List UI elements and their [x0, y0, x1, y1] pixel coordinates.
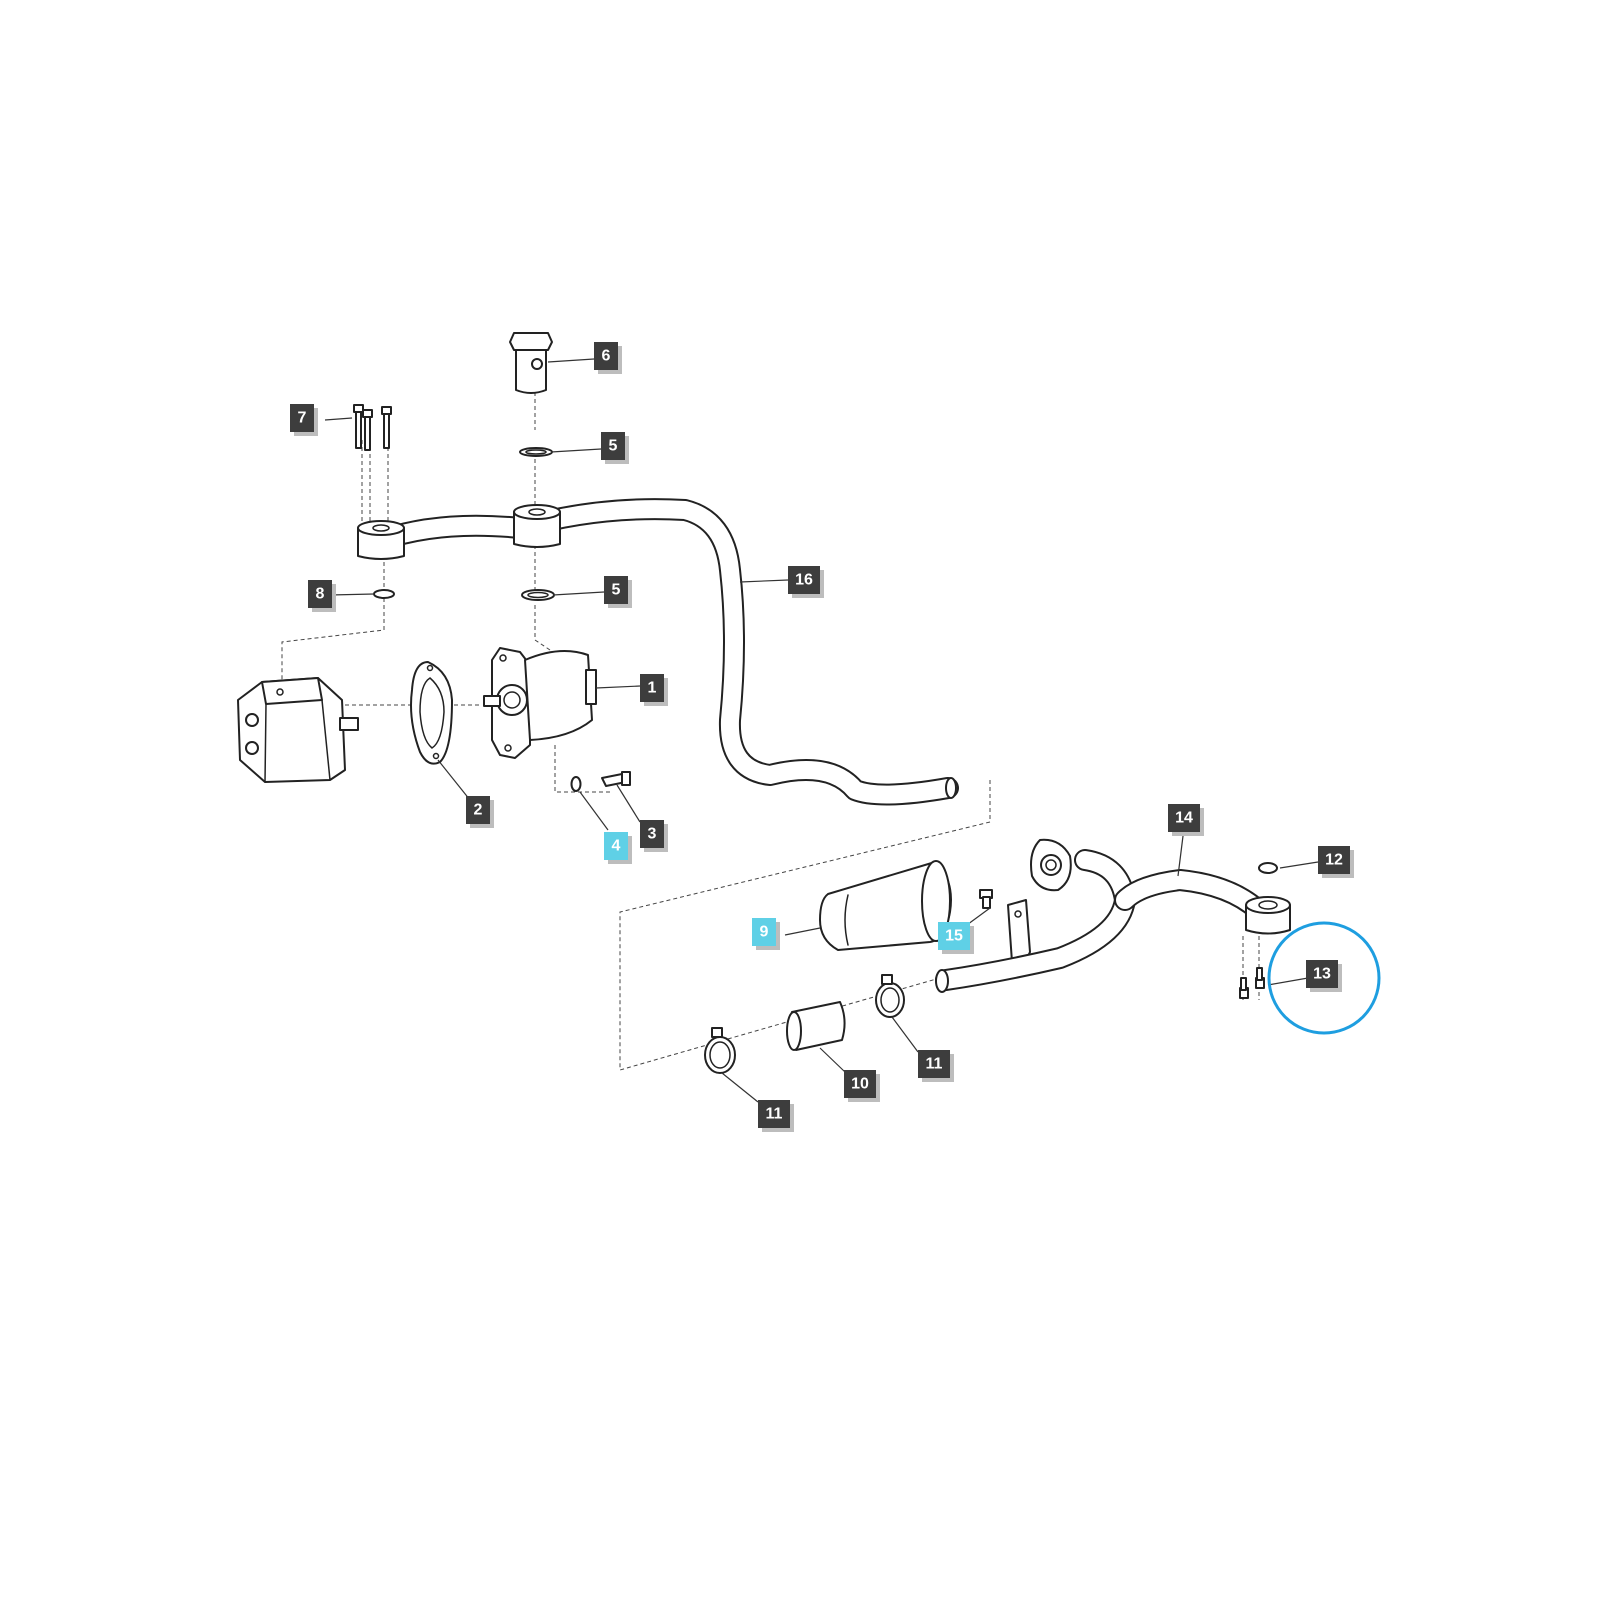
- callout-2-text: 2: [474, 802, 483, 819]
- hose-clamp-right[interactable]: [875, 974, 905, 1018]
- callout-5-lower-text: 5: [612, 582, 621, 599]
- callout-7-text: 7: [298, 410, 307, 427]
- callout-13[interactable]: 13: [1306, 960, 1342, 992]
- callout-7[interactable]: 7: [290, 404, 318, 436]
- callout-11-right[interactable]: 11: [918, 1050, 954, 1082]
- callout-14[interactable]: 14: [1168, 804, 1204, 836]
- callout-11-left[interactable]: 11: [758, 1100, 794, 1132]
- callout-8[interactable]: 8: [308, 580, 336, 612]
- callout-9-text: 9: [760, 924, 769, 941]
- callout-2[interactable]: 2: [466, 796, 494, 828]
- pump-housing-left: [237, 677, 359, 783]
- assembly-lines: [281, 378, 1260, 1071]
- callout-13-text: 13: [1313, 966, 1331, 983]
- callout-3[interactable]: 3: [640, 820, 668, 852]
- callout-15[interactable]: 15: [938, 922, 974, 954]
- filter-cartridge[interactable]: [819, 860, 952, 951]
- highlight-circle-13: [1267, 921, 1381, 1035]
- callout-15-text: 15: [945, 928, 963, 945]
- connecting-hose[interactable]: [786, 1001, 846, 1051]
- hose-clamp-left[interactable]: [704, 1027, 736, 1074]
- callout-16-text: 16: [795, 572, 813, 589]
- callout-5-upper[interactable]: 5: [601, 432, 629, 464]
- lock-washer[interactable]: [570, 776, 582, 792]
- callout-12-text: 12: [1325, 852, 1343, 869]
- callout-9[interactable]: 9: [752, 918, 780, 950]
- sealing-washer-lower[interactable]: [521, 589, 555, 601]
- callout-4[interactable]: 4: [604, 832, 632, 864]
- callout-10[interactable]: 10: [844, 1070, 880, 1102]
- callout-6-text: 6: [602, 348, 611, 365]
- callout-8-text: 8: [316, 586, 325, 603]
- leader-lines: [324, 358, 1319, 1103]
- hydraulic-pump[interactable]: [483, 647, 597, 759]
- callout-10-text: 10: [851, 1076, 869, 1093]
- callout-4-text: 4: [612, 838, 621, 855]
- callout-6[interactable]: 6: [594, 342, 622, 374]
- o-ring-suction[interactable]: [1258, 862, 1278, 874]
- callout-5-lower[interactable]: 5: [604, 576, 632, 608]
- flange-bolt[interactable]: [601, 771, 631, 787]
- sealing-washer-upper[interactable]: [519, 447, 553, 457]
- callout-14-text: 14: [1175, 810, 1193, 827]
- callout-11-right-text: 11: [926, 1056, 943, 1073]
- callout-1[interactable]: 1: [640, 674, 668, 706]
- pressure-pipe[interactable]: [357, 498, 959, 806]
- suction-bolts[interactable]: [1239, 967, 1265, 999]
- mounting-bolts[interactable]: [353, 404, 392, 451]
- callout-12[interactable]: 12: [1318, 846, 1354, 878]
- callout-11-left-text: 11: [766, 1106, 783, 1123]
- suction-pipe[interactable]: [935, 838, 1291, 993]
- mounting-bracket[interactable]: [979, 889, 1031, 964]
- callout-1-text: 1: [648, 680, 657, 697]
- callout-16[interactable]: 16: [788, 566, 824, 598]
- banjo-bolt[interactable]: [509, 332, 553, 394]
- pump-gasket[interactable]: [410, 661, 453, 765]
- callout-3-text: 3: [648, 826, 657, 843]
- callout-5-upper-text: 5: [609, 438, 618, 455]
- o-ring-small[interactable]: [373, 589, 395, 599]
